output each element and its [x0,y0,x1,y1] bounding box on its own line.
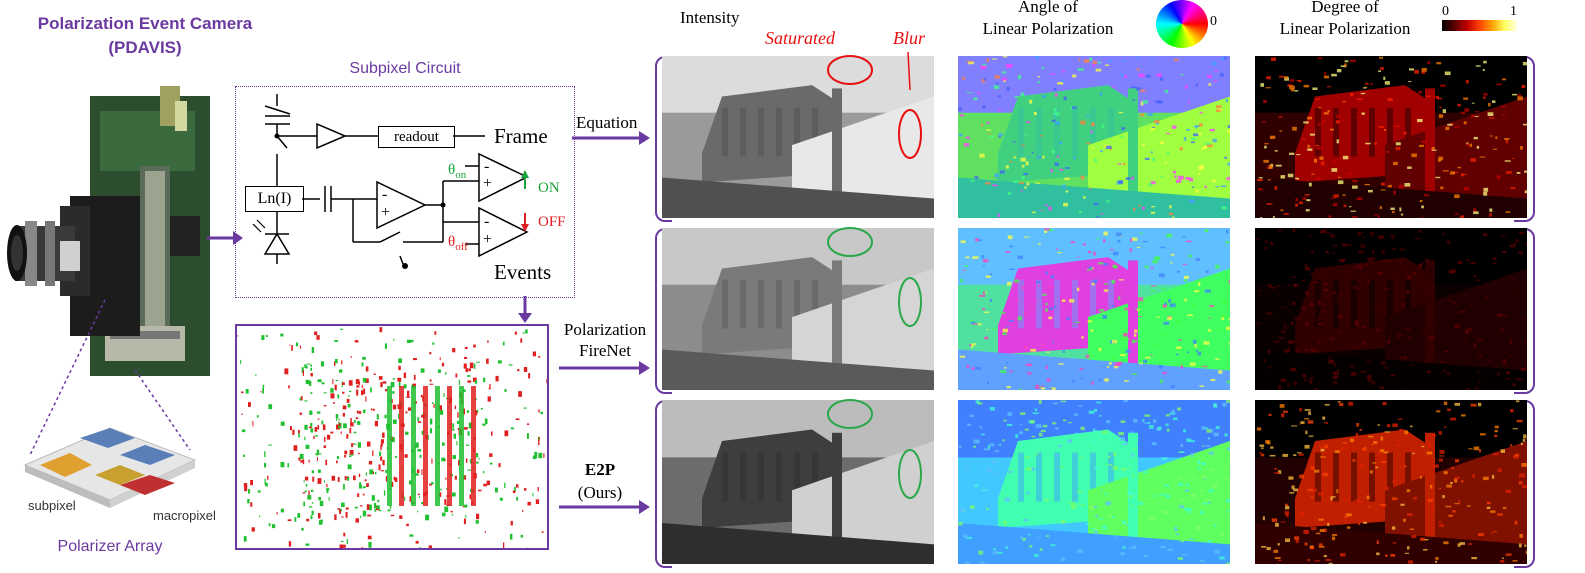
subpixel-label: subpixel [28,498,76,513]
camera-to-array-connector [29,299,191,456]
aolp-equation-image [958,56,1230,218]
on-comp-plus: + [483,175,493,192]
saturated-annotation: Saturated [765,28,835,48]
on-comp-minus: - [484,158,490,175]
dolp-min-label: 0 [1442,4,1449,19]
dolp-e2p-image [1255,400,1527,564]
on-label: ON [538,180,560,196]
intensity-e2p-image [662,400,934,564]
camera-title: Polarization Event Camera (PDAVIS) [37,14,253,57]
blur-annotation: Blur [893,28,926,48]
dolp-max-label: 1 [1510,4,1517,19]
annotation-ellipses [827,51,922,499]
theta-on-label: θon [448,162,467,181]
intensity-equation-image [662,56,934,218]
ln-box: Ln(I) [245,186,304,212]
diffamp-plus: + [381,204,391,221]
diffamp-minus: - [382,186,388,203]
events-image [235,324,549,550]
off-label: OFF [538,214,566,230]
aolp-firenet-image [958,228,1230,390]
aolp-zero-label: 0 [1210,14,1217,29]
frame-label: Frame [494,124,548,148]
equation-label: Equation [576,113,638,132]
camera-photo [0,76,215,386]
intensity-firenet-image [662,228,934,390]
e2p-label: E2P (Ours) [577,460,623,502]
dolp-firenet-image [1255,228,1527,390]
polarizer-array-title: Polarizer Array [57,538,163,555]
circuit-box [235,86,575,298]
polarizer-array-image [20,420,200,515]
readout-box: readout [378,126,455,148]
aolp-header: Angle of Linear Polarization [982,0,1114,38]
aolp-color-wheel [1156,0,1208,48]
dolp-equation-image [1255,56,1527,218]
off-comp-minus: - [484,213,490,230]
circuit-diagram [252,94,529,269]
firenet-label: Polarization FireNet [563,320,647,360]
events-label: Events [494,260,552,284]
dolp-colorbar [1442,20,1517,31]
e2p-arrow [559,500,650,514]
aolp-e2p-image [958,400,1230,564]
off-comp-plus: + [483,231,493,248]
theta-off-label: θoff [448,234,468,253]
circuit-to-events-arrow [518,296,532,323]
firenet-arrow [559,361,650,375]
macropixel-label: macropixel [153,508,216,523]
equation-arrow [572,131,650,145]
dolp-header: Degree of Linear Polarization [1279,0,1411,38]
circuit-title: Subpixel Circuit [349,60,461,77]
intensity-header: Intensity [680,8,740,27]
